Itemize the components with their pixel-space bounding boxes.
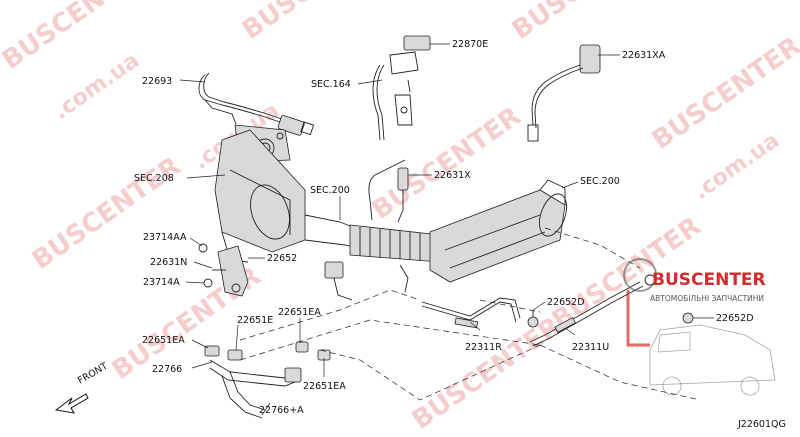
label-22311u: 22311U bbox=[572, 342, 609, 353]
watermark-text: BUSCENTER bbox=[407, 311, 567, 435]
dashed-reference-lines bbox=[239, 227, 701, 401]
watermark-text: BUSCENTER bbox=[507, 0, 667, 46]
label-22652d-center: 22652D bbox=[547, 297, 585, 308]
parts-drawing: BUSCENTER АВТОМОБІЛЬНІ ЗАПЧАСТИНИ bbox=[54, 35, 776, 419]
label-22311r: 22311R bbox=[465, 342, 502, 353]
label-22870e: 22870E bbox=[452, 39, 488, 50]
connector-clip bbox=[324, 261, 409, 301]
label-22631x: 22631X bbox=[434, 170, 471, 181]
label-sec200-center: SEC.200 bbox=[310, 185, 350, 196]
watermark-text: BUSCENTER bbox=[237, 0, 397, 46]
label-23714a: 23714A bbox=[143, 277, 180, 288]
label-front: FRONT bbox=[76, 361, 110, 387]
rear-dpf bbox=[429, 179, 568, 283]
diagram-code: J22601QG bbox=[737, 419, 786, 430]
label-22651ea-bottom: 22651EA bbox=[303, 381, 346, 392]
logo-subtitle: АВТОМОБІЛЬНІ ЗАПЧАСТИНИ bbox=[650, 294, 764, 303]
watermark-text: .com.ua bbox=[689, 128, 784, 205]
label-sec208: SEC.208 bbox=[134, 173, 174, 184]
watermark-text: .com.ua bbox=[49, 48, 144, 125]
watermark-text: BUSCENTER bbox=[647, 31, 800, 155]
sensor-22631xa bbox=[527, 44, 601, 142]
bracket-22652 bbox=[198, 243, 249, 297]
label-22651ea-left: 22651EA bbox=[142, 335, 185, 346]
label-22631xa: 22631XA bbox=[622, 50, 666, 61]
label-sec200-rear: SEC.200 bbox=[580, 176, 620, 187]
pipe-22311r bbox=[421, 297, 521, 329]
part-labels: 22870E 22631XA 22693 SEC.164 SEC.208 SEC… bbox=[76, 39, 786, 430]
label-sec164: SEC.164 bbox=[311, 79, 351, 90]
logo-text: BUSCENTER bbox=[652, 270, 766, 290]
label-22631n: 22631N bbox=[150, 257, 187, 268]
label-23714aa: 23714AA bbox=[143, 232, 187, 243]
label-22652d-right: 22652D bbox=[716, 313, 754, 324]
label-22652: 22652 bbox=[267, 253, 297, 264]
sensor-22631x bbox=[368, 159, 409, 223]
fitting-22652d bbox=[527, 310, 694, 328]
front-arrow bbox=[54, 393, 89, 414]
flex-pipe bbox=[349, 224, 441, 263]
hoses-22766 bbox=[204, 341, 331, 419]
front-catalyst bbox=[214, 129, 366, 263]
label-22766: 22766 bbox=[152, 364, 182, 375]
label-22693: 22693 bbox=[142, 76, 172, 87]
pipe-22311u bbox=[529, 274, 656, 347]
bracket-22870e bbox=[372, 35, 431, 141]
leader-lines bbox=[179, 43, 714, 416]
buscenter-logo: BUSCENTER АВТОМОБІЛЬНІ ЗАПЧАСТИНИ bbox=[623, 258, 776, 396]
label-22651e: 22651E bbox=[237, 315, 273, 326]
label-22766a: 22766+A bbox=[259, 405, 304, 416]
label-22651ea-top: 22651EA bbox=[278, 307, 321, 318]
